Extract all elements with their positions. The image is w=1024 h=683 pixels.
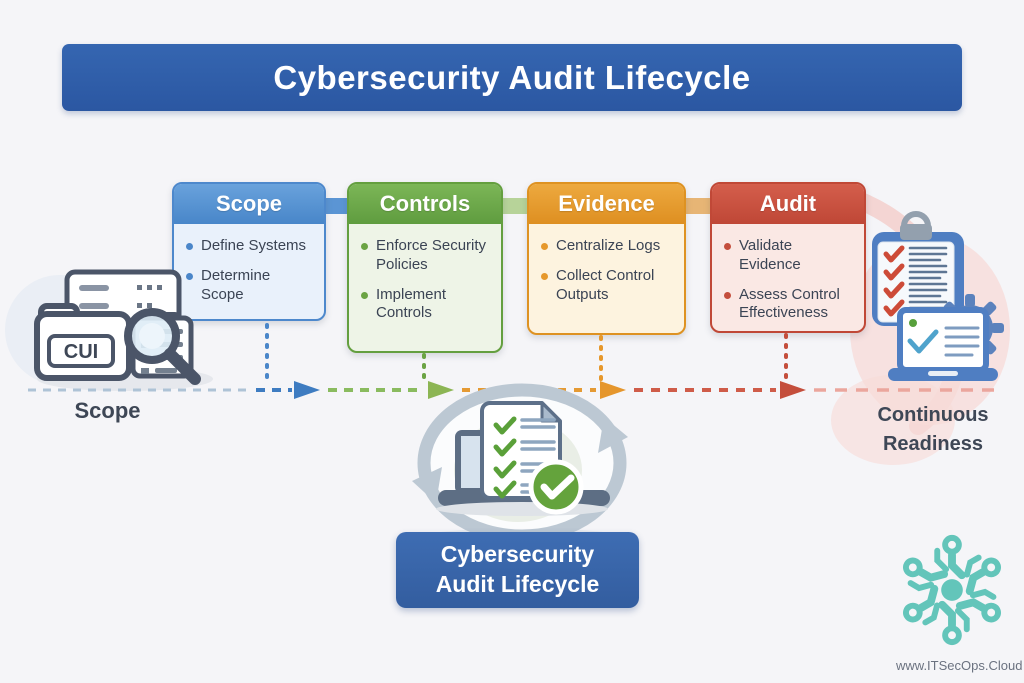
arrow-orange xyxy=(600,381,626,399)
scope-discovery-icon: CUI xyxy=(34,269,201,385)
title-banner: Cybersecurity Audit Lifecycle xyxy=(62,44,962,111)
laptop-check-icon xyxy=(888,307,998,381)
connector-evidence-audit xyxy=(680,198,712,214)
cui-folder-icon: CUI xyxy=(34,303,132,381)
card-evidence: Evidence Centralize Logs Collect Control… xyxy=(527,182,686,335)
magnifier-icon xyxy=(124,308,201,385)
website-watermark: www.ITSecOps.Cloud xyxy=(896,658,1023,673)
list-item: Validate Evidence xyxy=(724,237,854,275)
card-audit: Audit Validate Evidence Assess Control E… xyxy=(710,182,866,333)
arrow-blue xyxy=(294,381,320,399)
card-controls-items: Enforce Security Policies Implement Cont… xyxy=(349,224,501,333)
cycle-arrow-left xyxy=(412,467,442,503)
pink-blob-2 xyxy=(831,375,955,465)
cui-folder-label: CUI xyxy=(64,341,98,363)
bullet-dot xyxy=(186,243,193,250)
bullet-dot xyxy=(541,272,548,280)
itsecops-logo-icon xyxy=(902,534,1002,646)
bullet-dot xyxy=(361,243,368,250)
card-controls-title: Controls xyxy=(349,184,501,224)
bullet-dot xyxy=(724,243,731,250)
flow-end-label: Continuous Readiness xyxy=(877,404,989,455)
card-audit-title: Audit xyxy=(712,184,864,224)
arrow-red xyxy=(780,381,806,399)
list-item: Collect Control Outputs xyxy=(541,267,674,305)
clipboard-icon xyxy=(872,211,964,326)
card-controls: Controls Enforce Security Policies Imple… xyxy=(347,182,503,353)
connector-scope-controls xyxy=(320,198,349,214)
page-title: Cybersecurity Audit Lifecycle xyxy=(273,58,751,96)
list-item: Define Systems xyxy=(186,237,314,256)
list-item: Determine Scope xyxy=(186,267,314,305)
list-item: Implement Controls xyxy=(361,286,491,324)
cycle-arrow-right xyxy=(598,417,628,453)
flow-timeline xyxy=(28,323,1000,399)
connector-controls-evidence xyxy=(497,198,529,214)
center-lifecycle-badge: Cybersecurity Audit Lifecycle xyxy=(396,532,639,608)
card-audit-items: Validate Evidence Assess Control Effecti… xyxy=(712,224,864,333)
flow-start-label: Scope xyxy=(74,398,141,423)
bullet-dot xyxy=(541,243,548,250)
audit-cycle-graphic xyxy=(412,383,628,543)
list-item: Enforce Security Policies xyxy=(361,237,491,275)
bullet-dot xyxy=(724,291,731,299)
check-badge-icon xyxy=(528,459,584,515)
bullet-dot xyxy=(361,291,368,299)
bullet-dot xyxy=(186,272,193,280)
list-item: Centralize Logs xyxy=(541,237,674,256)
center-badge-label: Cybersecurity Audit Lifecycle xyxy=(435,541,600,597)
card-evidence-items: Centralize Logs Collect Control Outputs xyxy=(529,224,684,314)
card-scope-items: Define Systems Determine Scope xyxy=(174,224,324,314)
continuous-readiness-icons xyxy=(872,211,1004,381)
card-scope-title: Scope xyxy=(174,184,324,224)
list-item: Assess Control Effectiveness xyxy=(724,286,854,324)
card-scope: Scope Define Systems Determine Scope xyxy=(172,182,326,321)
arrow-green xyxy=(428,381,454,399)
card-evidence-title: Evidence xyxy=(529,184,684,224)
